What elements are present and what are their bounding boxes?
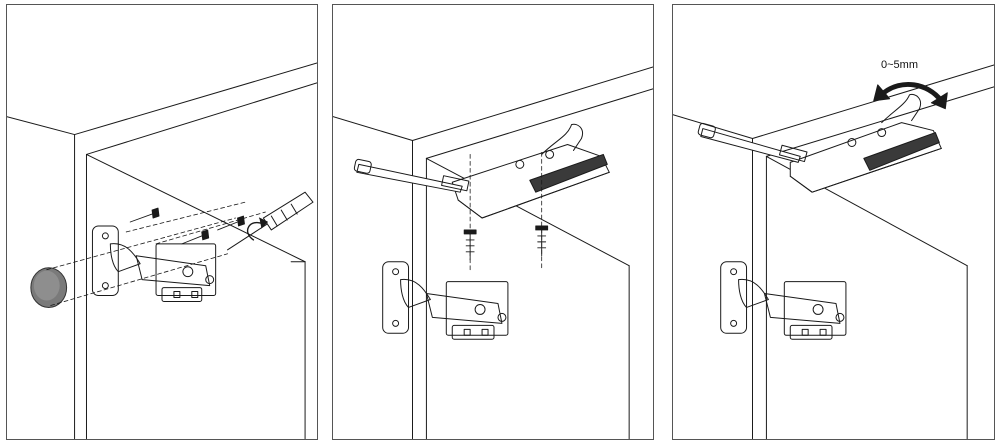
adjustment-range-label: 0~5mm xyxy=(881,59,918,71)
soft-close-damper xyxy=(451,123,610,219)
door-knob xyxy=(30,267,68,308)
screws xyxy=(463,225,549,261)
screw xyxy=(217,215,245,231)
alignment-lines xyxy=(46,201,266,306)
cabinet-outline xyxy=(7,62,317,439)
damper-arm xyxy=(353,158,470,193)
step-1-illustration xyxy=(7,62,317,439)
screw xyxy=(129,207,160,223)
step-3-panel: 0~5mm xyxy=(672,4,995,440)
screwdriver xyxy=(227,191,314,251)
step-2-panel xyxy=(332,4,654,440)
cabinet-outline xyxy=(333,66,653,439)
screws xyxy=(129,207,245,245)
screw xyxy=(463,229,477,261)
soft-close-damper xyxy=(789,93,942,193)
step-3-illustration xyxy=(673,64,994,439)
hinge xyxy=(91,225,217,302)
rotation-arrow xyxy=(246,217,268,241)
adjustment-arrow xyxy=(873,82,948,110)
hinge xyxy=(720,261,847,340)
screw xyxy=(535,225,549,257)
screw xyxy=(181,229,210,245)
hinge xyxy=(382,261,509,340)
step-1-panel xyxy=(6,4,318,440)
step-2-illustration xyxy=(333,66,653,439)
damper-arm xyxy=(697,122,808,163)
cabinet-outline xyxy=(673,64,994,439)
